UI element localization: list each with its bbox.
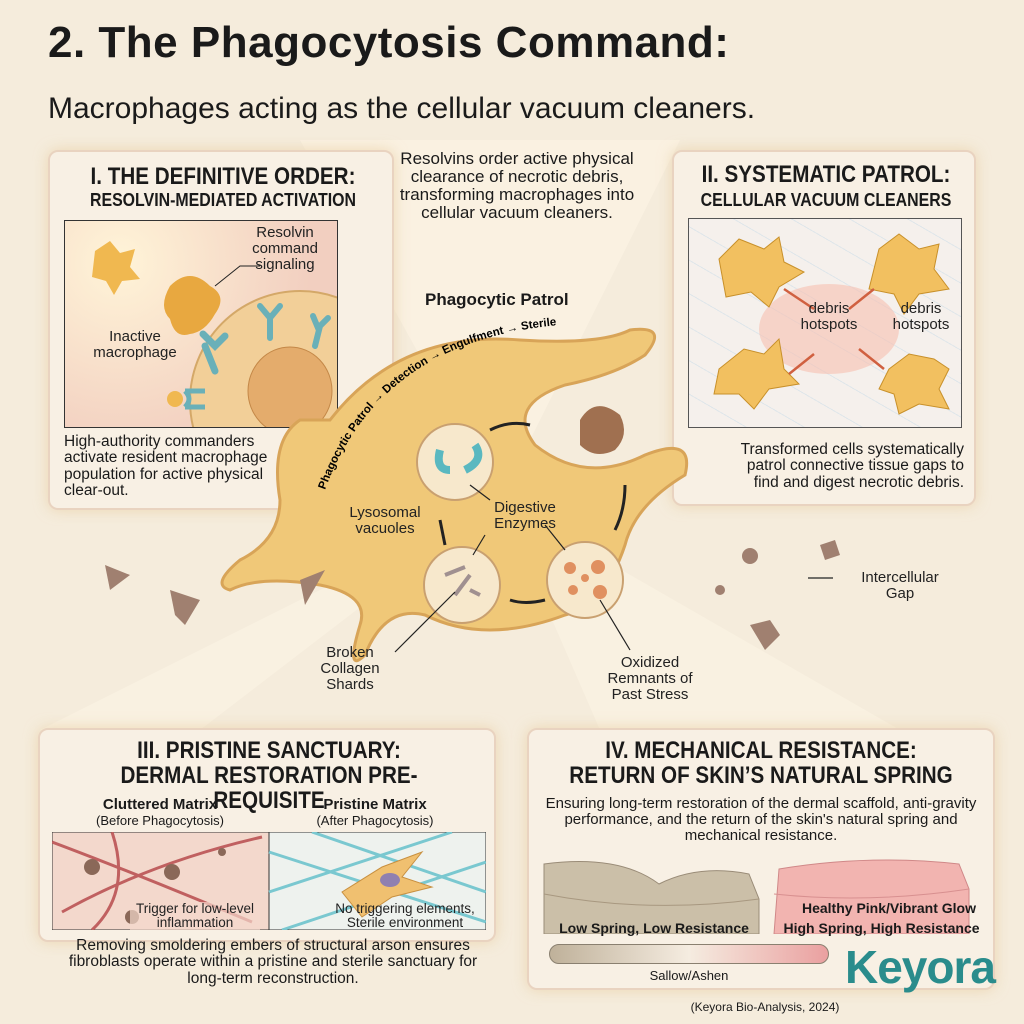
panel2-title-line2: CELLULAR VACUUM CLEANERS: [700, 189, 952, 210]
cluttered-matrix-sub: (Before Phagocytosis): [96, 813, 224, 828]
citation: (Keyora Bio-Analysis, 2024): [690, 1000, 840, 1014]
receptor-icon: [257, 303, 283, 341]
debris-clump: [580, 406, 624, 454]
label-resolvin-signaling: Resolvin command signaling: [252, 224, 318, 273]
keyora-logo: Keyora: [845, 941, 996, 993]
page-title: 2. The Phagocytosis Command:: [48, 18, 730, 67]
healthy-glow-label: Healthy Pink/Vibrant Glow: [801, 900, 976, 916]
pristine-matrix-sub: (After Phagocytosis): [316, 813, 434, 828]
label-inactive-macrophage: Inactive macrophage: [93, 328, 177, 361]
sallow-ashen-label: Sallow/Ashen: [649, 968, 729, 983]
label-intercellular-gap: Intercellular Gap: [861, 569, 939, 602]
label-debris-hotspots-2: debris hotspots: [892, 300, 950, 333]
macrophage-icon: [713, 233, 950, 415]
receptor-icon: [310, 313, 331, 349]
panel-mechanical-resistance: IV. MECHANICAL RESISTANCE: RETURN OF SKI…: [527, 728, 995, 990]
panel-pristine-sanctuary: III. PRISTINE SANCTUARY: DERMAL RESTORAT…: [38, 728, 496, 942]
color-scale-bar: [549, 944, 829, 964]
page-subtitle: Macrophages acting as the cellular vacuu…: [48, 92, 756, 125]
label-oxidized-remnants: Oxidized Remnants of Past Stress: [607, 654, 693, 703]
label-digestive-enzymes: Digestive Enzymes: [494, 499, 556, 532]
panel2-title-line1: II. SYSTEMATIC PATROL:: [701, 161, 951, 188]
nucleus: [247, 346, 333, 427]
resolvin-illustration: Resolvin command signaling Inactive macr…: [64, 220, 338, 428]
center-intro: Resolvins order active physical clearanc…: [399, 149, 635, 222]
arrow-icon: [783, 287, 885, 375]
panel2-body: Transformed cells systematically patrol …: [740, 441, 964, 491]
vacuole-bacteria: [416, 423, 494, 501]
label-debris-hotspots: debris hotspots: [800, 300, 858, 333]
panel4-title: IV. MECHANICAL RESISTANCE: RETURN OF SKI…: [569, 737, 953, 790]
panel-systematic-patrol: II. SYSTEMATIC PATROL: CELLULAR VACUUM C…: [672, 150, 976, 506]
patrol-title: Phagocytic Patrol: [425, 290, 569, 309]
panel1-title-line1: I. THE DEFINITIVE ORDER:: [90, 163, 356, 190]
resolvin-molecule: [164, 276, 221, 335]
receptor-icon: [199, 330, 229, 375]
cluttered-caption: Trigger for low-level inflammation: [130, 901, 260, 931]
patrol-illustration: debris hotspots debris hotspots: [688, 218, 962, 428]
ashen-skin-block: [543, 861, 760, 934]
panel-definitive-order: I. THE DEFINITIVE ORDER: RESOLVIN-MEDIAT…: [48, 150, 394, 510]
panel1-title-line2: RESOLVIN-MEDIATED ACTIVATION: [89, 189, 357, 210]
resolvin-molecule: [92, 241, 140, 295]
label-broken-collagen: Broken Collagen Shards: [320, 644, 380, 693]
cluttered-matrix-heading: Cluttered Matrix: [102, 796, 218, 813]
label-lysosomal-vacuoles: Lysosomal vacuoles: [349, 504, 421, 537]
skin-comparison: [543, 859, 970, 934]
cycle-arrows: [438, 421, 627, 604]
panel3-body: Removing smoldering embers of structural…: [68, 937, 478, 987]
pink-skin-block: [773, 859, 970, 934]
high-spring-label: High Spring, High Resistance: [783, 920, 980, 936]
low-spring-label: Low Spring, Low Resistance: [559, 920, 749, 936]
panel1-body: High-authority commanders activate resid…: [64, 433, 268, 499]
pristine-caption: No triggering elements, Sterile environm…: [335, 901, 475, 931]
pristine-matrix-heading: Pristine Matrix: [323, 796, 427, 813]
panel3-title: III. PRISTINE SANCTUARY: DERMAL RESTORAT…: [120, 737, 418, 815]
panel4-body: Ensuring long-term restoration of the de…: [545, 795, 977, 844]
